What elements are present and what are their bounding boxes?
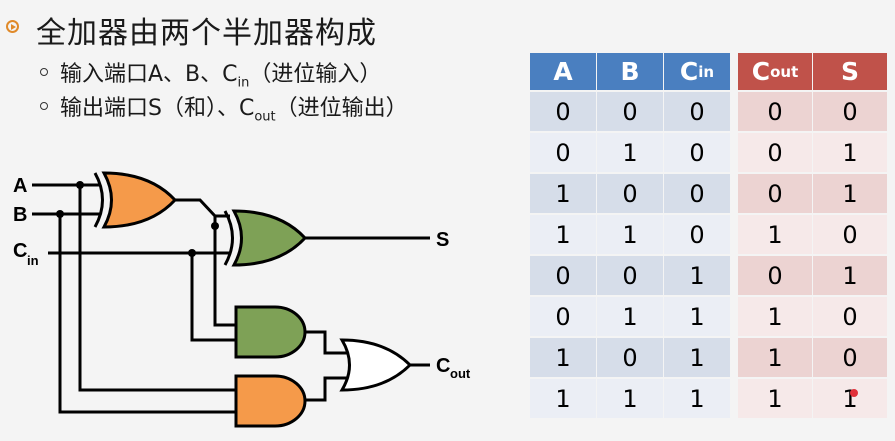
label-cout: C [436,355,450,377]
label-cout-sub: out [450,366,471,381]
table-cell: 0 [813,92,887,131]
header-text: A [553,57,573,86]
xor-gate-2 [223,209,308,267]
bullet-outputs-text: 输出端口S（和）、C [60,96,255,121]
table-cell: 0 [738,174,812,213]
table-cell: 1 [664,256,730,295]
label-s: S [436,229,449,251]
table-cell: 0 [530,297,596,336]
table-cell: 0 [664,92,730,131]
bullet-inputs-text: 输入端口A、B、C [60,62,238,87]
table-cell: 1 [738,379,812,418]
header-cell-4: S [813,53,887,90]
table-cell: 0 [664,174,730,213]
wire-xor1-out [175,198,230,218]
table-cell: 0 [738,92,812,131]
slide-title: 全加器由两个半加器构成 [36,16,377,51]
table-cell: 0 [530,92,596,131]
bullet-inputs-suffix: （进位输入） [249,62,382,87]
junction-dot [56,210,64,218]
table-cell: 0 [738,133,812,172]
wire-a-and2 [78,185,238,392]
table-cell: 1 [597,297,663,336]
header-text: B [620,57,640,86]
table-cell: 1 [664,379,730,418]
junction-dot [211,222,219,230]
table-cell: 0 [813,215,887,254]
or-gate [339,338,413,392]
table-cell: 0 [813,297,887,336]
and-gate-1 [234,305,307,359]
table-cell: 1 [813,379,887,418]
play-icon [6,20,19,33]
xor-gate-1 [93,171,178,229]
wire-and1-or [305,330,350,355]
table-cell: 0 [664,215,730,254]
table-cell: 1 [664,297,730,336]
wire-xor1-and1 [213,216,238,327]
wire-b-and2 [58,214,238,414]
header-text: C [751,57,771,86]
table-cell: 1 [597,133,663,172]
label-cin-sub: in [27,253,39,268]
table-cell: 0 [597,92,663,131]
bullet-outputs: 输出端口S（和）、Cout（进位输出） [40,90,408,124]
table-cell: 1 [813,256,887,295]
table-cell: 1 [597,379,663,418]
table-cell: 1 [530,215,596,254]
table-cell: 0 [597,256,663,295]
cursor-pointer-icon [850,389,858,397]
header-cell-0: A [530,53,596,90]
table-cell: 0 [664,133,730,172]
junction-dot [76,181,84,189]
header-cell-1: B [597,53,663,90]
bullet-inputs-sub: in [237,75,250,91]
wire-cin-and1 [190,253,238,342]
bullet-outputs-sub: out [254,109,276,125]
header-text: S [840,57,859,86]
bullet-outputs-suffix: （进位输出） [275,96,408,121]
table-cell: 0 [813,338,887,377]
table-cell: 1 [664,338,730,377]
table-cell: 0 [530,256,596,295]
table-cell: 1 [597,215,663,254]
table-cell: 1 [813,133,887,172]
header-subscript: in [698,62,715,81]
header-text: C [679,57,699,86]
table-cell: 1 [530,379,596,418]
table-cell: 1 [530,338,596,377]
wire-and2-or [305,376,350,402]
full-adder-circuit: A B C in S C out [13,171,471,428]
table-cell: 1 [738,338,812,377]
bullet-circle-icon [40,68,48,76]
table-cell: 1 [738,215,812,254]
table-cell: 0 [738,256,812,295]
table-cell: 0 [597,338,663,377]
table-cell: 0 [597,174,663,213]
label-a: A [13,175,27,197]
table-cell: 0 [530,133,596,172]
table-cell: 1 [813,174,887,213]
junction-dot [188,249,196,257]
label-b: B [13,204,27,226]
header-subscript: out [770,62,799,81]
and-gate-2 [234,374,307,428]
table-cell: 1 [530,174,596,213]
label-cin: C [13,240,27,262]
table-cell: 1 [738,297,812,336]
bullet-circle-icon [40,102,48,110]
bullet-inputs: 输入端口A、B、Cin（进位输入） [40,56,381,90]
